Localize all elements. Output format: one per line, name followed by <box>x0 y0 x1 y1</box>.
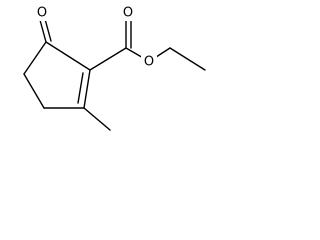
bond-c5-c1 <box>45 41 91 71</box>
bond-ketone-c-o-a <box>39 19 47 43</box>
bond-c1-c2 <box>23 41 47 75</box>
bond-ketone-c-o-b <box>44 18 52 42</box>
chemical-structure: O O O <box>23 5 206 131</box>
bond-c4-c5-inner <box>77 72 84 104</box>
ester-oxygen-label: O <box>144 55 154 70</box>
bond-c5-ester-c <box>89 47 127 71</box>
ketone-oxygen-label: O <box>37 6 47 21</box>
bond-ch2-ch3 <box>169 47 206 71</box>
ester-oxygen-bg <box>141 54 157 70</box>
bond-c2-c3 <box>23 73 45 109</box>
carbonyl-oxygen-bg <box>120 5 136 21</box>
bond-c4-c5 <box>83 69 91 109</box>
ketone-oxygen-bg <box>34 5 50 21</box>
carbonyl-oxygen-label: O <box>123 6 133 21</box>
bond-methyl <box>83 107 111 131</box>
